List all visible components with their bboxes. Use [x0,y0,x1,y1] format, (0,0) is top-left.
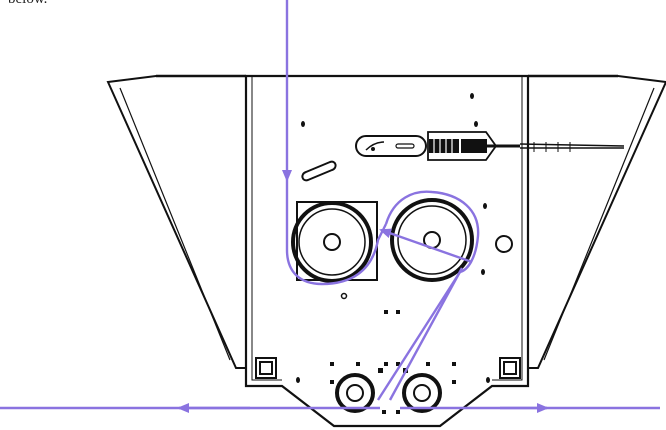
spring-tensioner-assembly [355,131,625,161]
guide-roller-left [335,373,375,413]
wrap-around-idler-roller [376,190,480,401]
mounting-holes [296,93,490,414]
adjustment-slot [301,160,337,182]
caption-fragment: below. [8,0,47,8]
feed-path [0,0,660,413]
wrap-around-drive-roller [285,180,388,286]
idler-roller [390,198,513,282]
mounting-plate [244,74,530,428]
diagonal-return-arrow [379,228,473,264]
guide-roller-right [402,373,442,413]
corner-pads [255,357,521,379]
left-wing-panel [106,74,247,369]
right-wing-panel [527,74,666,369]
tension-return-line [388,267,464,401]
